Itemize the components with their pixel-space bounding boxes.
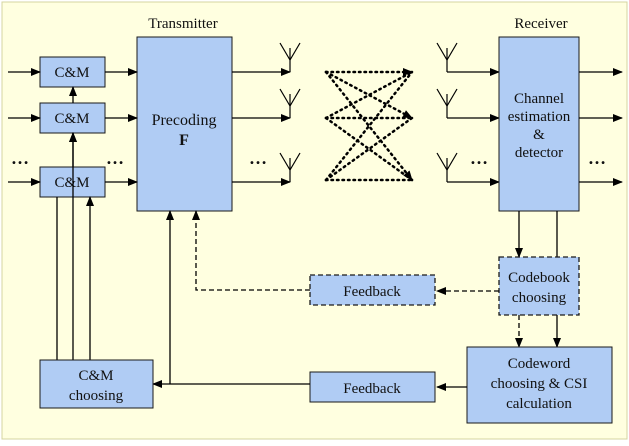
tx-ellipsis: … xyxy=(249,148,267,168)
rx-antenna-3 xyxy=(436,152,458,182)
tx-antenna-2 xyxy=(279,88,301,118)
cm-choosing-label-1: C&M xyxy=(78,368,113,384)
receiver-label-3: & xyxy=(533,127,545,143)
receiver-label-4: detector xyxy=(515,145,563,161)
receiver-label-1: Channel xyxy=(514,91,564,107)
rx-antenna-1 xyxy=(436,42,458,72)
feedback-top-label: Feedback xyxy=(343,284,401,300)
tx-antenna-1 xyxy=(279,42,301,72)
input-ellipsis: … xyxy=(11,148,29,168)
codebook-choosing-block xyxy=(498,256,580,316)
cm-block-1-label: C&M xyxy=(54,65,89,81)
codeword-label-2: choosing & CSI xyxy=(491,376,588,392)
receiver-title: Receiver xyxy=(514,16,567,32)
transmitter-title: Transmitter xyxy=(148,16,217,32)
tx-antenna-3 xyxy=(279,152,301,182)
cm-ellipsis: … xyxy=(106,148,124,168)
feedback-bottom-label: Feedback xyxy=(343,381,401,397)
cm-choosing-label-2: choosing xyxy=(69,388,124,404)
feedback-bottom-block xyxy=(309,371,436,403)
cm-block-3-label: C&M xyxy=(54,175,89,191)
receiver-block xyxy=(498,36,580,212)
codebook-label-2: choosing xyxy=(512,290,567,306)
cm-choosing-block xyxy=(39,359,154,409)
codeword-label-1: Codeword xyxy=(508,356,571,372)
cm-block-2-label: C&M xyxy=(54,111,89,127)
feedback-top-to-precoding xyxy=(192,210,310,291)
out-ellipsis: … xyxy=(588,148,606,168)
precoding-matrix-label: F xyxy=(179,132,189,149)
rx-antenna-2 xyxy=(436,88,458,118)
wireless-channel xyxy=(324,68,414,182)
rx-ellipsis: … xyxy=(470,148,488,168)
codeword-block xyxy=(466,346,613,424)
precoding-label: Precoding xyxy=(152,112,217,129)
feedback-top-block xyxy=(309,274,436,306)
codebook-label-1: Codebook xyxy=(508,270,570,286)
precoding-block xyxy=(136,36,233,212)
receiver-label-2: estimation xyxy=(508,109,571,125)
codeword-label-3: calculation xyxy=(506,396,572,412)
